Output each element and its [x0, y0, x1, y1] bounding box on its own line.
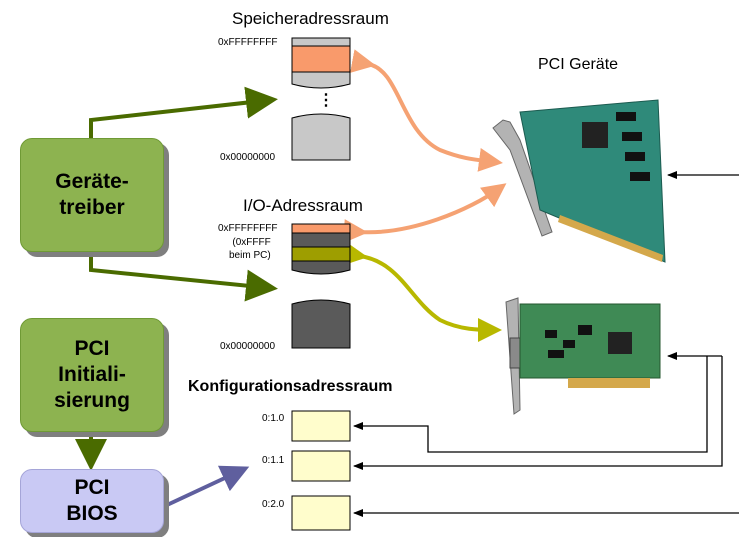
- config-entry-label-2: 0:2.0: [262, 499, 285, 510]
- memory-mapping-arrow: [350, 49, 503, 172]
- io-mapping-arrow-olive: [342, 241, 502, 342]
- config-entry-label-1: 0:1.1: [262, 455, 285, 466]
- io-bottom-address: 0x00000000: [220, 341, 276, 352]
- driver-to-io-arrow: [89, 250, 278, 302]
- config-space-cells: [291, 410, 351, 531]
- io-orange-region: [291, 223, 351, 234]
- config-cell-2: [291, 495, 351, 531]
- io-olive-region: [291, 246, 351, 262]
- memory-address-space: [291, 37, 351, 161]
- pci-bios-box: PCI BIOS: [20, 469, 164, 533]
- memory-space-title: Speicheradressraum: [232, 9, 389, 28]
- io-address-space: [291, 223, 351, 349]
- bios-to-config-arrow: [166, 465, 250, 507]
- memory-top-address: 0xFFFFFFFF: [218, 37, 278, 48]
- config-cell-1: [291, 450, 351, 482]
- io-space-title: I/O-Adressraum: [243, 196, 363, 215]
- config-space-title: Konfigurationsadressraum: [188, 378, 393, 395]
- io-ellipsis: ⋮: [318, 276, 334, 293]
- memory-ellipsis: ⋮: [318, 92, 334, 109]
- pci-interface-card-image: [505, 297, 661, 415]
- memory-bottom-address: 0x00000000: [220, 152, 276, 163]
- pci-graphics-card-image: [492, 99, 666, 263]
- io-mapping-arrow-orange: [343, 183, 507, 244]
- io-pc-limit-note: (0xFFFF beim PC): [229, 237, 271, 261]
- pci-devices-label: PCI Geräte: [538, 56, 619, 73]
- io-top-address: 0xFFFFFFFF: [218, 223, 278, 234]
- memory-orange-region: [291, 45, 351, 73]
- pci-initialisierung-box: PCI Initiali- sierung: [20, 318, 164, 432]
- lower-card-to-config-0-line: [353, 356, 708, 453]
- geraetetreiber-box: Geräte- treiber: [20, 138, 164, 252]
- driver-to-memory-arrow: [89, 86, 278, 138]
- lower-card-to-config-1-line: [353, 356, 723, 470]
- config-entry-label-0: 0:1.0: [262, 413, 285, 424]
- config-cell-0: [291, 410, 351, 442]
